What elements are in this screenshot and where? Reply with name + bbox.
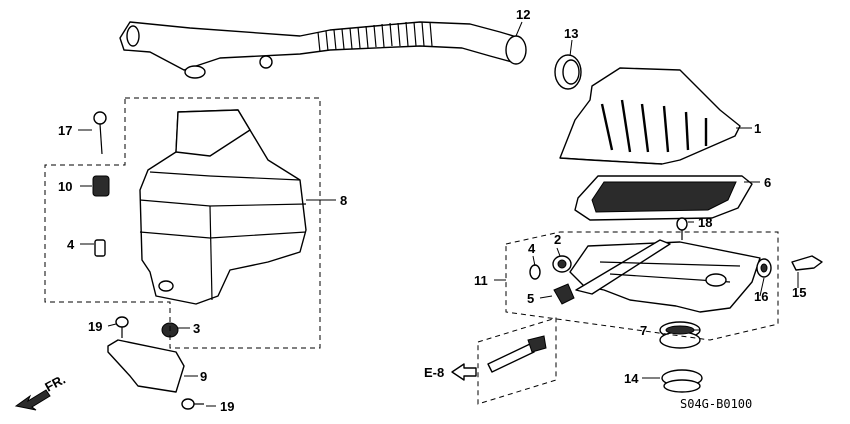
- reference-label: E-8: [424, 365, 444, 380]
- diagram-code: S04G-B0100: [680, 397, 752, 411]
- callout-11: 11: [474, 273, 488, 288]
- callout-19-upper: 19: [88, 319, 102, 334]
- left-arrow-icon: [451, 363, 477, 381]
- collar-4-left: [94, 239, 106, 257]
- tube-joint-ring: [554, 54, 582, 90]
- seal-7: [659, 321, 701, 349]
- callout-2: 2: [554, 232, 561, 247]
- breather-group-outline: [477, 317, 557, 405]
- callout-4-left: 4: [67, 237, 75, 252]
- resonator-group-outline: [44, 97, 321, 349]
- callout-15: 15: [792, 285, 806, 300]
- clip-15: [791, 255, 823, 271]
- callout-14: 14: [624, 371, 639, 386]
- air-filter-element: [574, 175, 753, 221]
- bracket-9: [107, 339, 185, 393]
- callout-8: 8: [340, 193, 347, 208]
- intake-tube: [119, 21, 527, 79]
- air-cleaner-cover: [559, 67, 741, 165]
- callout-6: 6: [764, 175, 771, 190]
- callout-4-right: 4: [528, 241, 536, 256]
- callout-19-lower: 19: [220, 399, 234, 414]
- nut-10: [92, 175, 110, 197]
- front-direction-indicator: FR.: [14, 372, 68, 411]
- callout-1: 1: [754, 121, 761, 136]
- callout-leaders: [78, 21, 799, 407]
- bolt-19-upper: [115, 316, 129, 338]
- bolt-17: [93, 111, 107, 155]
- resonator-chamber: [139, 109, 307, 305]
- mount-rubber-16: [756, 258, 772, 278]
- bolt-18: [676, 217, 688, 240]
- bolt-19-lower: [181, 398, 204, 410]
- callout-18: 18: [698, 215, 712, 230]
- reference-arrow: E-8: [424, 363, 477, 381]
- air-cleaner-case: [569, 239, 761, 313]
- callout-9: 9: [200, 369, 207, 384]
- tube-corrugation: [317, 21, 433, 53]
- callout-16: 16: [754, 289, 768, 304]
- collar-4-right: [529, 264, 541, 280]
- callout-12: 12: [516, 7, 530, 22]
- callout-10: 10: [58, 179, 72, 194]
- callout-13: 13: [564, 26, 578, 41]
- callout-7: 7: [640, 323, 647, 338]
- callout-5: 5: [527, 291, 534, 306]
- band-14: [661, 369, 703, 393]
- grommet-2: [552, 255, 572, 273]
- clip-5: [553, 283, 575, 305]
- callout-17: 17: [58, 123, 72, 138]
- breather-tube: [487, 335, 547, 373]
- case-group-outline: [505, 231, 779, 341]
- callout-3: 3: [193, 321, 200, 336]
- direction-arrow-icon: [14, 389, 51, 411]
